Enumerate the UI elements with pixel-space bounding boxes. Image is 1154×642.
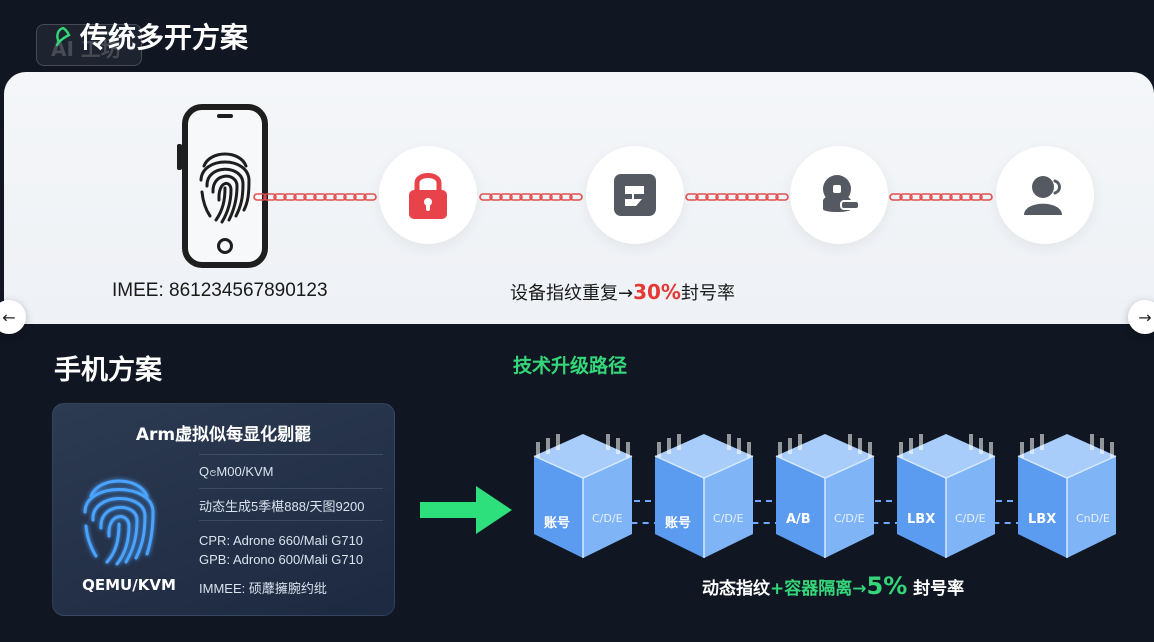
node-user-badge — [790, 146, 888, 244]
cube-label: 账号 — [544, 516, 571, 531]
watermark-text: AI 工坊 — [51, 37, 121, 61]
cube-connector — [612, 500, 662, 502]
chain-link-3 — [685, 193, 789, 201]
container-cubes: 账号 C/D/E 账号 C/D/E A/B C/D/E LBX C/D/E LBX CnD/E — [520, 430, 1120, 570]
cube-sublabel: C/D/E — [834, 512, 865, 525]
cube-icon — [654, 434, 754, 558]
section-title-traditional: 传统多开方案 — [52, 14, 248, 58]
fingerprint-glow-icon — [83, 479, 155, 566]
spec-line-5: IMMEE: 硕蘼擁腕约纰 — [199, 581, 327, 596]
document-icon — [614, 174, 656, 216]
container-cube: 账号 C/D/E — [530, 430, 636, 562]
cube-label: LBX — [1028, 512, 1057, 527]
cube-sublabel: C/D/E — [592, 512, 623, 525]
upgrade-path-title: 技术升级路径 — [513, 355, 628, 377]
page-title: 传统多开方案 — [80, 21, 249, 54]
arrow-right-icon: → — [1138, 307, 1152, 327]
cube-sublabel: C/D/E — [713, 512, 744, 525]
phone-illustration — [177, 104, 268, 268]
user-badge-icon — [823, 175, 860, 212]
leaf-icon — [55, 26, 71, 47]
phone-home-button — [217, 238, 233, 254]
transition-arrow-icon — [420, 486, 512, 534]
ban-rate-traditional: 设备指纹重复→30%封号率 — [510, 279, 735, 305]
card-caption: QEMU/KVM — [82, 576, 176, 594]
container-cube: 账号 C/D/E — [651, 430, 757, 562]
stat-suffix: 封号率 — [907, 579, 965, 599]
cube-connector — [853, 500, 903, 502]
cube-label: LBX — [907, 512, 936, 527]
cube-sublabel: CnD/E — [1076, 512, 1110, 525]
node-user — [996, 146, 1094, 244]
arrow-left-icon: ← — [2, 307, 16, 327]
cube-label: A/B — [786, 512, 811, 527]
cube-connector — [620, 522, 660, 524]
cube-icon — [775, 434, 875, 558]
spec-line-1: QၔM00/KVM — [199, 464, 274, 479]
node-document — [586, 146, 684, 244]
ban-rate-suffix: 封号率 — [680, 283, 735, 304]
ban-rate-value: 30% — [633, 280, 681, 304]
section-title-phone: 手机方案 — [54, 355, 162, 386]
ban-rate-new: 动态指纹+容器隔离→5% 封号率 — [702, 572, 964, 600]
chain-link-1 — [253, 193, 377, 201]
cube-sublabel: C/D/E — [955, 512, 986, 525]
imei-label: IMEE: 861234567890123 — [112, 280, 328, 301]
card-divider — [199, 454, 383, 455]
stat-mid: +容器隔离→ — [770, 579, 867, 599]
user-icon — [1024, 176, 1062, 215]
chain-link-4 — [889, 193, 993, 201]
watermark-logo: AI 工坊 — [36, 24, 142, 66]
cube-connector — [982, 522, 1022, 524]
chain-link-2 — [479, 193, 583, 201]
phone-speaker — [217, 114, 233, 118]
cube-icon — [1017, 434, 1117, 558]
cube-connector — [861, 522, 901, 524]
card-title: Arm虚拟似每显化剔罷 — [135, 425, 312, 445]
cube-icon — [896, 434, 996, 558]
fingerprint-icon — [199, 152, 251, 224]
container-cube: A/B C/D/E — [772, 430, 878, 562]
container-cube: LBX C/D/E — [893, 430, 999, 562]
card-divider — [199, 488, 383, 489]
spec-line-4: GPB: Adrono 600/Mali G710 — [199, 552, 364, 567]
cube-connector — [741, 522, 781, 524]
ban-rate-prefix: 设备指纹重复→ — [510, 283, 634, 304]
phone-side-button — [177, 144, 182, 170]
lock-icon — [409, 173, 447, 219]
card-divider — [199, 520, 383, 521]
stat-value: 5% — [866, 572, 908, 600]
spec-line-2: 动态生成5季椹888/天图9200 — [199, 499, 365, 514]
cube-connector — [974, 500, 1024, 502]
cube-label: 账号 — [665, 516, 692, 531]
spec-line-3: CPR: Adrone 660/Mali G710 — [199, 533, 364, 548]
prev-slide-button[interactable]: ← — [0, 300, 26, 334]
node-lock — [379, 146, 477, 244]
next-slide-button[interactable]: → — [1128, 300, 1154, 334]
cube-connector — [733, 500, 783, 502]
container-cube: LBX CnD/E — [1014, 430, 1120, 562]
cube-icon — [533, 434, 633, 558]
stat-prefix: 动态指纹 — [702, 579, 770, 599]
virtualization-card: Arm虚拟似每显化剔罷 QEMU/KVM QၔM00/KVM 动态生成5季椹88… — [52, 403, 395, 616]
